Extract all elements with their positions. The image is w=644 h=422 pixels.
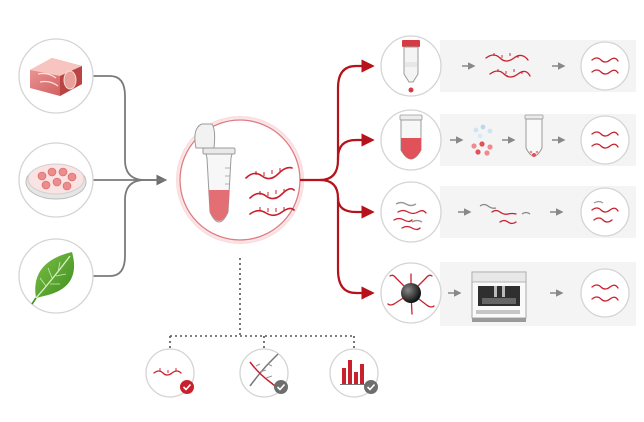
center-sample: [176, 116, 304, 244]
purified-rna-icon: [485, 53, 531, 78]
source-tissue: [18, 38, 94, 114]
rna-result-icon: [591, 284, 619, 302]
tube-sample-icon: [399, 114, 423, 160]
quality-connectors: [169, 258, 355, 350]
rna-integrity-icon: [153, 368, 182, 376]
rna-result-icon: [591, 200, 619, 223]
source-plant: [18, 238, 94, 314]
quality-check-integrity: [145, 348, 195, 398]
microcentrifuge-tube-with-rna-icon: [194, 123, 295, 223]
magnetic-bead-icon: [387, 273, 435, 315]
selected-fragments-icon: [479, 203, 531, 225]
spin-column-icon: [402, 40, 420, 93]
source-cell-culture: [18, 142, 94, 218]
quality-check-yield: [329, 348, 379, 398]
source-connectors: [92, 75, 168, 277]
method-row-2: [380, 109, 636, 171]
pellet-tube-icon: [524, 114, 544, 157]
automated-instrument-icon: [471, 271, 527, 322]
check-badge-icon: [180, 380, 194, 394]
precipitate-particles-icon: [471, 124, 493, 156]
method-row-4: [380, 262, 636, 326]
rna-result-icon: [591, 131, 619, 149]
rna-result-icon: [591, 57, 619, 75]
meat-tissue-icon: [30, 58, 82, 96]
mixed-fragments-icon: [393, 201, 427, 231]
method-row-3: [380, 181, 636, 243]
leaf-icon: [31, 252, 75, 305]
method-row-1: [380, 35, 636, 97]
cell-culture-dish-icon: [25, 163, 87, 200]
yield-bar-chart-icon: [340, 360, 366, 385]
quality-check-dna: [239, 348, 289, 398]
method-connectors: [300, 59, 375, 300]
check-badge-icon: [274, 380, 288, 394]
check-badge-icon: [364, 380, 378, 394]
